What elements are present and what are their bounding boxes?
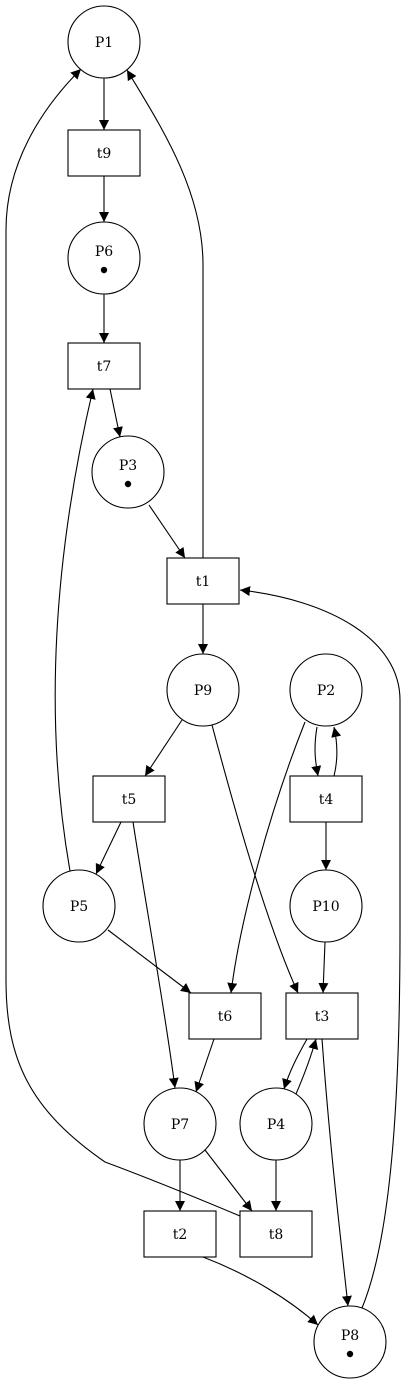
transition-label: t6: [218, 1009, 233, 1025]
transition-box: [67, 342, 141, 390]
token-dot: [346, 1350, 354, 1358]
arc-t7-to-p3: [109, 388, 123, 438]
place-circle: [67, 221, 141, 295]
arc-t3-to-p4: [282, 1038, 308, 1090]
place-label: P5: [70, 899, 88, 915]
transition-box: [289, 775, 363, 823]
place-circle: [239, 1087, 313, 1161]
transition-t5: t5: [92, 775, 166, 823]
token-dot: [100, 266, 108, 274]
transition-t2: t2: [143, 1210, 217, 1258]
transition-label: t5: [122, 792, 137, 808]
arc-t5-to-p5: [95, 821, 122, 875]
place-p4: P4: [239, 1087, 313, 1161]
transition-label: t2: [173, 1227, 188, 1243]
place-p3: P3: [91, 435, 165, 509]
transition-label: t4: [319, 792, 334, 808]
transition-box: [67, 129, 141, 177]
transition-box: [92, 775, 166, 823]
arcs-layer: [5, 68, 401, 1326]
arc-p4-to-t3: [295, 1038, 319, 1095]
place-p1: P1: [67, 5, 141, 79]
arc-p7-to-t8: [204, 1149, 253, 1212]
place-p8: P8: [313, 1305, 387, 1379]
place-circle: [91, 435, 165, 509]
place-p5: P5: [42, 869, 116, 943]
arc-t3-to-p8: [321, 1038, 352, 1307]
transition-box: [143, 1210, 217, 1258]
arc-t5-to-p7: [132, 821, 179, 1089]
token-dot: [124, 480, 132, 488]
place-label: P10: [312, 899, 339, 915]
place-label: P7: [171, 1117, 189, 1133]
place-label: P3: [119, 458, 137, 474]
place-label: P2: [317, 683, 335, 699]
arc-p5-to-t6: [107, 929, 192, 994]
arc-t4-to-p2: [331, 726, 342, 777]
transition-label: t7: [97, 359, 112, 375]
arc-p2-to-t6: [227, 721, 306, 994]
transition-t4: t4: [289, 775, 363, 823]
place-circle: [67, 5, 141, 79]
place-label: P9: [194, 683, 212, 699]
place-circle: [289, 869, 363, 943]
place-circle: [313, 1305, 387, 1379]
arc-p9-to-t5: [144, 719, 183, 777]
place-circle: [42, 869, 116, 943]
arc-p5-to-t7: [54, 388, 96, 872]
place-p10: P10: [289, 869, 363, 943]
place-p9: P9: [166, 653, 240, 727]
transition-label: t9: [97, 146, 112, 162]
transition-t3: t3: [285, 992, 359, 1040]
place-label: P6: [95, 244, 113, 260]
transition-box: [239, 1210, 313, 1258]
place-circle: [166, 653, 240, 727]
transition-label: t1: [196, 574, 211, 590]
place-label: P4: [267, 1117, 285, 1133]
arc-t6-to-p7: [194, 1038, 215, 1093]
place-label: P1: [95, 35, 113, 51]
transition-t1: t1: [166, 557, 240, 605]
place-label: P8: [341, 1328, 359, 1344]
place-circle: [289, 653, 363, 727]
transition-t6: t6: [188, 992, 262, 1040]
arc-p2-to-t4: [311, 726, 322, 777]
transition-box: [285, 992, 359, 1040]
arc-t8-to-p1: [5, 68, 241, 1217]
place-circle: [143, 1087, 217, 1161]
arc-p8-to-t1: [239, 586, 401, 1309]
arc-p3-to-t1: [148, 504, 186, 559]
place-p2: P2: [289, 653, 363, 727]
arc-t1-to-p1: [126, 69, 204, 558]
transition-label: t3: [315, 1009, 330, 1025]
arc-p10-to-t3: [318, 941, 329, 994]
transition-box: [188, 992, 262, 1040]
transition-t8: t8: [239, 1210, 313, 1258]
transition-t9: t9: [67, 129, 141, 177]
arc-t2-to-p8: [202, 1256, 319, 1326]
place-p6: P6: [67, 221, 141, 295]
transition-box: [166, 557, 240, 605]
transition-t7: t7: [67, 342, 141, 390]
place-p7: P7: [143, 1087, 217, 1161]
transition-label: t8: [269, 1227, 284, 1243]
arc-p9-to-t3: [211, 724, 299, 994]
